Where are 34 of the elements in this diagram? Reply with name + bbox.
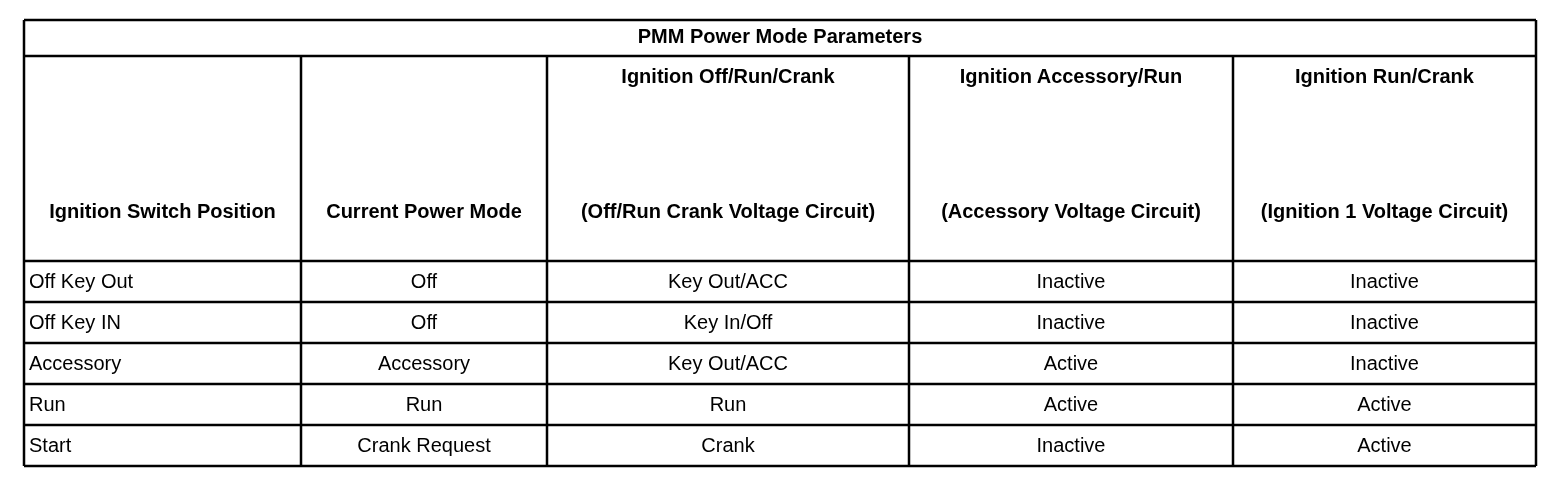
column-subheader: (Off/Run Crank Voltage Circuit) [579, 199, 877, 224]
table-title: PMM Power Mode Parameters [636, 24, 924, 49]
data-value: Inactive [1035, 433, 1107, 458]
column-subheader: (Ignition 1 Voltage Circuit) [1259, 199, 1510, 224]
data-value: Run [708, 392, 748, 417]
column-header: Ignition Run/Crank [1294, 64, 1475, 89]
data-value: Inactive [1349, 351, 1420, 376]
data-value: Active [1042, 392, 1100, 417]
column-header: Ignition Switch Position [48, 199, 277, 224]
data-value: Key Out/ACC [666, 351, 789, 376]
data-value: Key In/Off [682, 310, 774, 335]
row-label: Run [29, 392, 67, 417]
data-value: Inactive [1349, 310, 1420, 335]
data-value: Off [409, 310, 439, 335]
data-value: Active [1042, 351, 1100, 376]
row-label: Start [29, 433, 73, 458]
data-value: Active [1356, 392, 1413, 417]
data-value: Inactive [1035, 310, 1107, 335]
column-subheader: (Accessory Voltage Circuit) [940, 199, 1202, 224]
row-label: Off Key IN [29, 310, 122, 335]
column-header: Ignition Accessory/Run [958, 64, 1184, 89]
row-label: Accessory [29, 351, 123, 376]
data-value: Off [409, 269, 439, 294]
data-value: Inactive [1035, 269, 1107, 294]
data-value: Crank [700, 433, 756, 458]
data-value: Accessory [376, 351, 472, 376]
column-header: Ignition Off/Run/Crank [620, 64, 836, 89]
column-header: Current Power Mode [325, 199, 523, 224]
row-label: Off Key Out [29, 269, 135, 294]
data-value: Run [404, 392, 444, 417]
data-value: Active [1356, 433, 1413, 458]
data-value: Crank Request [356, 433, 492, 458]
data-value: Inactive [1349, 269, 1420, 294]
data-value: Key Out/ACC [666, 269, 789, 294]
